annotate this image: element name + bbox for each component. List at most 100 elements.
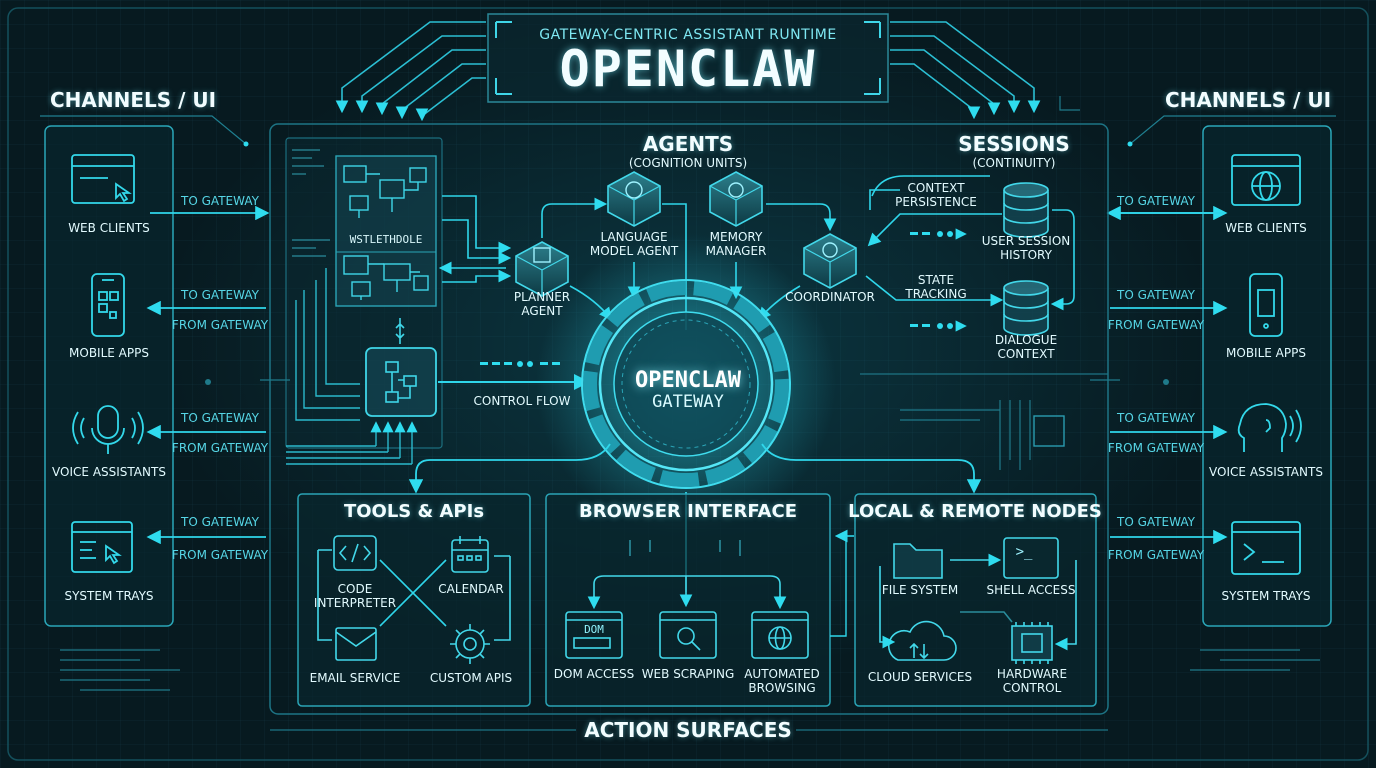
shell-prompt-text: >_ — [1015, 544, 1033, 560]
envelope-icon — [335, 627, 377, 661]
left-channel-web-clients: WEB CLIENTS — [68, 221, 150, 235]
automated-browsing-label-1: AUTOMATED — [744, 667, 820, 681]
microphone-icon — [72, 405, 144, 454]
context-persistence-label-1: CONTEXT — [907, 181, 965, 195]
mobile-phone-icon — [91, 273, 125, 337]
session-databases — [1003, 182, 1049, 336]
agent-cubes — [515, 171, 857, 297]
calendar-label: CALENDAR — [438, 582, 504, 596]
gateway-subtitle: GATEWAY — [652, 392, 724, 412]
planner-agent-label-2: AGENT — [521, 304, 563, 318]
chip-icon — [1011, 622, 1053, 664]
header-box — [487, 13, 889, 103]
custom-apis-label: CUSTOM APIS — [429, 671, 513, 685]
state-tracking-label-1: STATE — [917, 273, 955, 287]
window-cursor-icon — [71, 521, 133, 573]
folder-icon — [893, 543, 943, 579]
coordinator-label: COORDINATOR — [785, 290, 875, 304]
dom-icon-text: DOM — [584, 623, 604, 636]
from-gateway-label: FROM GATEWAY — [1107, 548, 1205, 562]
speaking-head-icon — [1237, 403, 1302, 452]
to-gateway-label: TO GATEWAY — [181, 194, 259, 208]
planner-agent-cube — [515, 241, 569, 297]
cloud-services-label: CLOUD SERVICES — [867, 670, 973, 684]
gateway-ring — [536, 234, 836, 534]
session-history-label-2: HISTORY — [1000, 248, 1052, 262]
to-gateway-label: TO GATEWAY — [1117, 288, 1195, 302]
sessions-subheading: (CONTINUITY) — [972, 156, 1056, 170]
action-surfaces-heading: ACTION SURFACES — [584, 718, 792, 742]
hardware-control-label-2: CONTROL — [1002, 681, 1062, 695]
agents-heading: AGENTS — [642, 132, 734, 156]
hardware-control-label-1: HARDWARE — [996, 667, 1068, 681]
to-gateway-label: TO GATEWAY — [181, 411, 259, 425]
code-icon — [333, 535, 377, 571]
language-model-label-1: LANGUAGE — [600, 230, 668, 244]
right-channel-web-clients: WEB CLIENTS — [1225, 221, 1307, 235]
from-gateway-label: FROM GATEWAY — [171, 441, 269, 455]
file-system-label: FILE SYSTEM — [881, 583, 959, 597]
to-gateway-label: TO GATEWAY — [1117, 515, 1195, 529]
right-channel-system-trays: SYSTEM TRAYS — [1221, 589, 1311, 603]
workflow-caption: WSTLETHDOLE — [349, 233, 423, 246]
terminal-icon — [1231, 521, 1301, 575]
right-channel-mobile-apps: MOBILE APPS — [1226, 346, 1306, 360]
planner-agent-label-1: PLANNER — [513, 290, 571, 304]
email-service-label: EMAIL SERVICE — [309, 671, 401, 685]
shell-window-icon — [1003, 537, 1059, 579]
channels-heading-left: CHANNELS / UI — [50, 88, 217, 112]
header-subtitle: GATEWAY-CENTRIC ASSISTANT RUNTIME — [539, 27, 837, 43]
control-flow-label: CONTROL FLOW — [473, 394, 571, 408]
from-gateway-label: FROM GATEWAY — [1107, 441, 1205, 455]
state-tracking-label-2: TRACKING — [905, 287, 967, 301]
tools-heading: TOOLS & APIs — [343, 501, 485, 522]
gateway-title: OPENCLAW — [635, 368, 741, 393]
flowchart-icon — [385, 361, 417, 403]
dom-window-icon — [565, 611, 623, 659]
code-interpreter-label-1: CODE — [337, 582, 373, 596]
page-title: OPENCLAW — [559, 40, 817, 98]
globe-window-icon — [751, 611, 809, 659]
agents-subheading: (COGNITION UNITS) — [628, 156, 748, 170]
dialogue-context-label-2: CONTEXT — [997, 347, 1055, 361]
code-interpreter-label-2: INTERPRETER — [313, 596, 397, 610]
sessions-heading: SESSIONS — [958, 132, 1070, 156]
left-channel-system-trays: SYSTEM TRAYS — [64, 589, 154, 603]
from-gateway-label: FROM GATEWAY — [171, 318, 269, 332]
left-channel-mobile-apps: MOBILE APPS — [69, 346, 149, 360]
from-gateway-label: FROM GATEWAY — [171, 548, 269, 562]
dialogue-context-label-1: DIALOGUE — [994, 333, 1058, 347]
web-scraping-label: WEB SCRAPING — [641, 667, 735, 681]
browser-cursor-icon — [71, 154, 135, 204]
mobile-phone-icon — [1249, 273, 1283, 337]
calendar-icon — [451, 536, 489, 573]
language-model-label-2: MODEL AGENT — [589, 244, 679, 258]
to-gateway-label: TO GATEWAY — [1117, 411, 1195, 425]
shell-access-label: SHELL ACCESS — [986, 583, 1076, 597]
coordinator-cube — [803, 233, 857, 289]
memory-manager-label-2: MANAGER — [705, 244, 767, 258]
database-icon — [1003, 182, 1049, 238]
database-icon — [1003, 280, 1049, 336]
session-history-label-1: USER SESSION — [981, 234, 1071, 248]
context-persistence-label-2: PERSISTENCE — [895, 195, 977, 209]
to-gateway-label: TO GATEWAY — [181, 288, 259, 302]
right-channel-voice-assistants: VOICE ASSISTANTS — [1209, 465, 1323, 479]
nodes-heading: LOCAL & REMOTE NODES — [848, 501, 1102, 522]
channels-heading-right: CHANNELS / UI — [1165, 88, 1332, 112]
left-channel-voice-assistants: VOICE ASSISTANTS — [52, 465, 166, 479]
gear-icon — [450, 624, 490, 664]
browser-heading: BROWSER INTERFACE — [579, 501, 797, 522]
globe-icon — [1231, 154, 1301, 206]
memory-manager-label-1: MEMORY — [709, 230, 763, 244]
magnifier-window-icon — [659, 611, 717, 659]
memory-manager-cube — [709, 171, 763, 227]
automated-browsing-label-2: BROWSING — [748, 681, 816, 695]
dom-access-label: DOM ACCESS — [553, 667, 635, 681]
from-gateway-label: FROM GATEWAY — [1107, 318, 1205, 332]
language-model-cube — [607, 171, 661, 227]
to-gateway-label: TO GATEWAY — [1117, 194, 1195, 208]
workflow-panel — [285, 137, 512, 465]
